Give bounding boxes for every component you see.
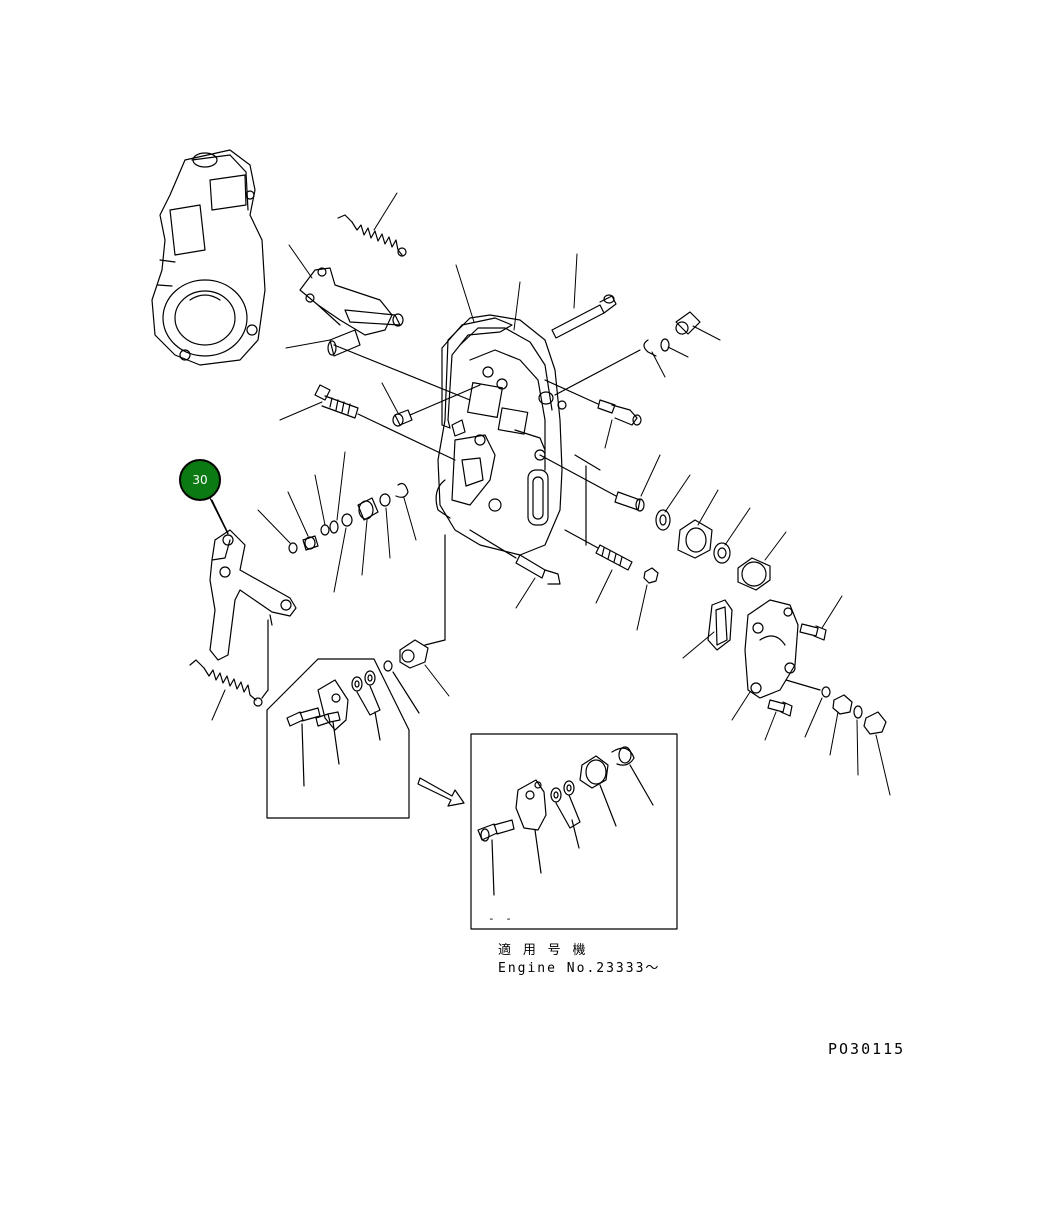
arrow-to-inset <box>418 778 464 806</box>
washer-left-3 <box>330 521 338 533</box>
return-spring-lower <box>190 660 262 706</box>
bushing-left-small <box>303 536 318 550</box>
bushing-left <box>358 498 378 520</box>
nut-lower <box>644 568 658 583</box>
bolt-lower-1 <box>470 530 560 584</box>
cover-bolt-bottom <box>768 700 792 716</box>
cover-gasket <box>708 600 732 650</box>
inset-right <box>471 734 677 929</box>
inset-left-plate <box>318 680 348 730</box>
governor-lever-assembly <box>300 268 403 356</box>
bolt-lower-2 <box>565 530 632 570</box>
return-spring-top <box>338 215 406 256</box>
leader-lines <box>212 193 890 795</box>
lower-plug <box>400 535 445 668</box>
washer-right-2 <box>714 543 730 563</box>
bushing-right <box>678 520 712 558</box>
control-lever <box>210 530 296 698</box>
applicability-label-en: Engine No.23333～ <box>498 961 661 976</box>
side-cover <box>745 600 798 698</box>
inset-right-bolt <box>478 820 514 841</box>
bolt-right-middle <box>545 380 641 425</box>
small-screw <box>393 385 480 426</box>
governor-housing <box>152 150 265 365</box>
pump-gasket <box>442 318 512 428</box>
cover-washer-2 <box>854 706 862 718</box>
o-ring-left <box>380 494 390 506</box>
inset-left <box>267 659 419 818</box>
inset-right-snap-ring <box>612 748 634 765</box>
inset-left-bolt-1 <box>287 708 320 726</box>
plug-upper-right <box>555 312 700 395</box>
washer-right-1 <box>656 510 670 530</box>
washer-left-1 <box>289 543 297 553</box>
inset-right-bushing <box>580 756 608 788</box>
snap-ring-left <box>396 484 408 498</box>
pin-right <box>540 455 644 511</box>
long-bolt <box>552 295 616 338</box>
callout-leader <box>210 498 228 534</box>
inset-mark: - - <box>488 912 514 925</box>
inset-left-bolt-2 <box>316 712 340 726</box>
inset-right-plate <box>516 780 546 830</box>
washer-left-2 <box>321 525 329 535</box>
pump-body <box>436 315 566 555</box>
washer-left-4 <box>342 514 352 526</box>
cover-nut <box>833 695 852 714</box>
stud-bolt-left <box>315 385 455 460</box>
cover-washer-1 <box>822 687 830 697</box>
drawing-code: PO30115 <box>828 1040 906 1058</box>
cover-bolt-top <box>800 624 826 640</box>
applicability-label-jp: 適 用 号 機 <box>498 943 588 958</box>
cover-cap-nut <box>864 712 886 734</box>
part-callout-30[interactable]: 30 <box>179 459 221 501</box>
cap-right <box>738 558 770 590</box>
